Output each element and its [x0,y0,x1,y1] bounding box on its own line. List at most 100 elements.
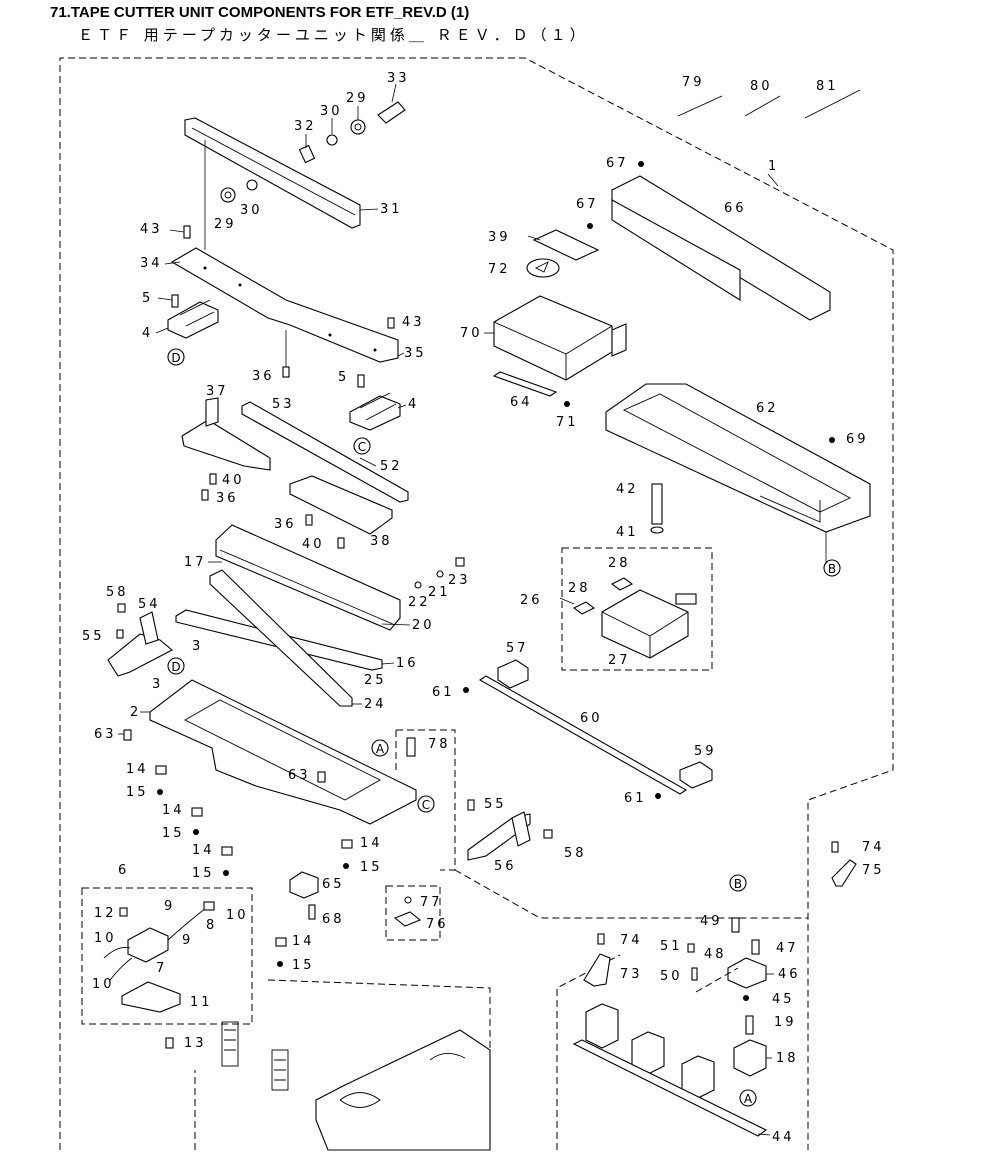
part-label: 14 [126,762,149,777]
screw-50 [691,967,698,981]
screw-63b [317,771,326,783]
part-label: 5 [142,291,153,306]
part-label: 7 [156,961,167,976]
part-label: 50 [660,969,683,984]
part-label: 51 [660,939,683,954]
bar-24 [209,569,353,707]
part-label: 12 [94,906,117,921]
svg-text:B: B [734,877,742,891]
part-label: 32 [294,119,317,134]
screw-43b [387,317,395,329]
part-label: 67 [606,156,629,171]
nuts-14-15 [155,765,353,967]
part-label: 79 [682,75,705,90]
svg-text:A: A [744,1092,753,1106]
part-label: 34 [140,256,163,271]
part-label: 57 [506,641,529,656]
part-label: 4 [408,397,419,412]
part-label: 15 [126,785,149,800]
part-label: 69 [846,432,869,447]
part-label: 28 [568,581,591,596]
part-label: 39 [488,230,511,245]
part-label: 40 [222,473,245,488]
svg-text:B: B [828,562,836,576]
screws-21-23 [414,557,465,589]
part-label: 21 [428,585,451,600]
part-label: 30 [320,104,343,119]
part-label: 23 [448,573,471,588]
rail-20 [215,524,401,631]
part-label: 20 [412,618,435,633]
part-label: 43 [140,222,163,237]
svg-text:D: D [171,660,180,674]
part-label: 35 [404,346,427,361]
part-label: 54 [138,597,161,612]
part-label: 14 [162,803,185,818]
part-label: 3 [152,677,163,692]
part-label: 1 [768,159,779,174]
part-label: 15 [360,860,383,875]
part-label: 55 [484,797,507,812]
part-label: 14 [360,836,383,851]
callout-d-2: D [167,657,185,675]
part-label: 36 [274,517,297,532]
screw-40a [209,473,217,485]
part-label: 62 [756,401,779,416]
callout-c-1: C [353,437,371,455]
part-label: 9 [164,899,175,914]
plate-34 [170,247,399,363]
bracket-54 [107,603,173,677]
subassembly-26-boundary [561,547,713,671]
page-title: 71.TAPE CUTTER UNIT COMPONENTS FOR ETF_R… [50,4,470,21]
cylinder-27 [572,577,697,659]
part-label: 15 [192,866,215,881]
bracket-11 [121,981,181,1013]
part-label: 67 [576,197,599,212]
part-label: 33 [387,71,410,86]
part-label: 5 [338,370,349,385]
strip-64 [492,371,558,397]
bracket-75 [831,841,857,887]
bracket-37 [181,397,271,471]
box-70 [493,295,627,381]
part-label: 58 [564,846,587,861]
part-label: 75 [862,863,885,878]
part-label: 71 [556,415,579,430]
part-label: 58 [106,585,129,600]
screw-36a [282,366,290,378]
bolt-42-41 [650,483,664,534]
svg-text:C: C [422,798,430,812]
part-label: 59 [694,744,717,759]
part-label: 66 [724,201,747,216]
part-label: 76 [426,917,449,932]
part-label: 42 [616,482,639,497]
tray-62 [605,383,871,533]
screw-78 [406,737,416,757]
part-labels: 33 29 30 32 30 29 31 43 34 5 4 43 35 36 … [82,71,885,1145]
part-label: 18 [776,1051,799,1066]
part-label: 56 [494,859,517,874]
part-label: 2 [130,705,141,720]
base-plate-2 [149,679,417,825]
part-label: 63 [94,727,117,742]
part-label: 29 [214,217,237,232]
sensor-65 [289,871,319,920]
part-label: 55 [82,629,105,644]
part-label: 43 [402,315,425,330]
part-label: 29 [346,91,369,106]
part-label: 11 [190,995,213,1010]
bracket-38 [289,475,393,535]
screw-36b [201,489,209,501]
bracket-73 [583,933,611,987]
label-39 [532,229,600,261]
hatched-plates [221,1021,289,1091]
slide-unit-4-right [349,374,401,431]
part-label: 44 [772,1130,795,1145]
part-label: 80 [750,79,773,94]
part-label: 27 [608,653,631,668]
screw-40b [337,537,345,549]
callout-c-2: C [417,795,435,813]
blade-blocks [585,1003,715,1099]
part-label: 40 [302,537,325,552]
svg-text:D: D [171,351,180,365]
